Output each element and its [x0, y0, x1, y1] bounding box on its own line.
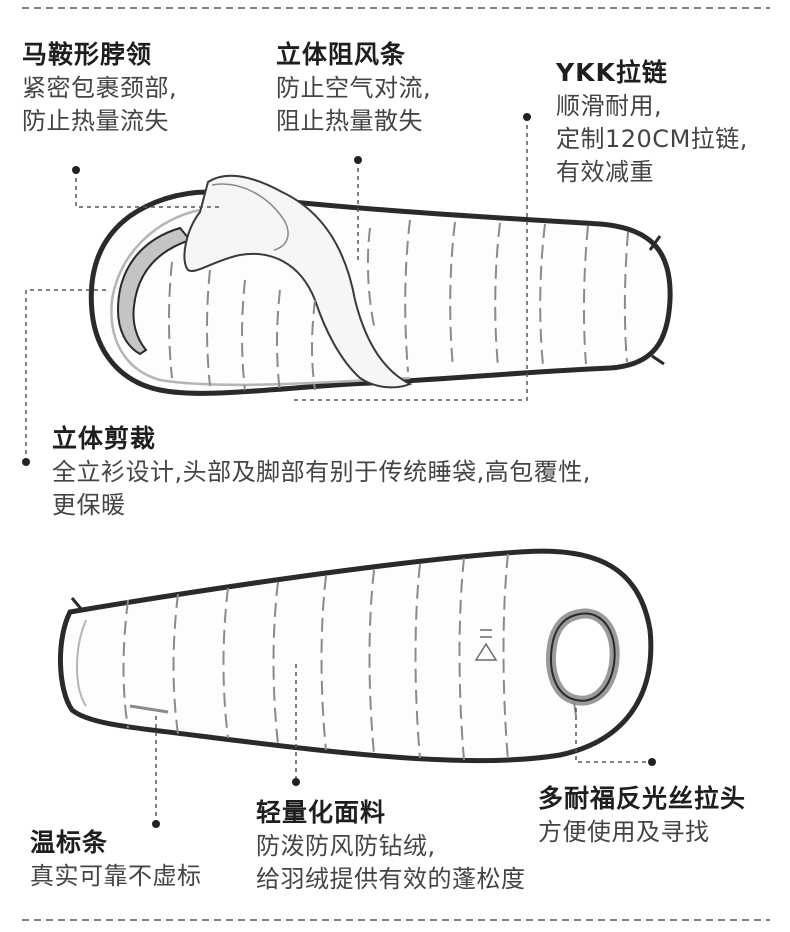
temp-label-strip	[129, 704, 169, 714]
bag-top-baffles	[168, 219, 629, 393]
callout-zipper-line-3: 有效减重	[556, 158, 654, 186]
callout-puller-line-1: 方便使用及寻找	[538, 818, 710, 846]
callout-zipper-line-1: 顺滑耐用,	[556, 92, 663, 120]
sleeping-bag-bottom	[57, 548, 654, 764]
callout-cut-line-1: 全立衫设计,头部及脚部有别于传统睡袋,高包覆性,	[52, 458, 591, 486]
callout-temp-label: 温标条 真实可靠不虚标	[30, 826, 202, 893]
bag-bottom-outline	[57, 548, 654, 764]
sleeping-bag-top	[88, 174, 673, 396]
leader-lines	[25, 117, 652, 822]
callout-lightweight-title: 轻量化面料	[256, 798, 387, 827]
bag-bottom-baffles	[122, 553, 509, 761]
collar-fold	[211, 183, 289, 251]
callout-collar-line-2: 防止热量流失	[22, 107, 169, 135]
callout-draft-tube-title: 立体阻风条	[276, 40, 407, 69]
callout-puller: 多耐福反光丝拉头 方便使用及寻找	[538, 782, 746, 849]
callout-zipper-line-2: 定制120CM拉链,	[556, 125, 748, 153]
callout-puller-title: 多耐福反光丝拉头	[538, 784, 747, 813]
bag-bottom-inner	[76, 619, 87, 707]
callout-collar: 马鞍形脖领 紧密包裹颈部, 防止热量流失	[22, 38, 177, 138]
brand-logo-icon	[474, 629, 498, 661]
bag-top-lining	[110, 208, 411, 387]
callout-lightweight: 轻量化面料 防泼防风防钻绒, 给羽绒提供有效的蓬松度	[256, 796, 526, 896]
callout-draft-tube-line-1: 防止空气对流,	[276, 74, 432, 102]
callout-temp-label-line-1: 真实可靠不虚标	[30, 862, 202, 890]
callout-temp-label-title: 温标条	[30, 828, 109, 857]
callout-cut: 立体剪裁 全立衫设计,头部及脚部有别于传统睡袋,高包覆性, 更保暖	[52, 422, 591, 522]
callout-draft-tube: 立体阻风条 防止空气对流, 阻止热量散失	[276, 38, 431, 138]
callout-zipper-title: YKK拉链	[556, 58, 668, 87]
hood-ring	[116, 226, 192, 356]
callout-draft-tube-line-2: 阻止热量散失	[276, 107, 423, 135]
callout-zipper: YKK拉链 顺滑耐用, 定制120CM拉链, 有效减重	[556, 56, 748, 189]
leader-dots	[22, 113, 656, 828]
callout-lightweight-line-1: 防泼防风防钻绒,	[256, 832, 436, 860]
callout-cut-line-2: 更保暖	[52, 491, 126, 519]
callout-collar-title: 马鞍形脖领	[22, 40, 153, 69]
callout-collar-line-1: 紧密包裹颈部,	[22, 74, 178, 102]
draft-tube	[183, 174, 413, 389]
callout-cut-title: 立体剪裁	[52, 424, 157, 453]
callout-lightweight-line-2: 给羽绒提供有效的蓬松度	[256, 865, 526, 893]
